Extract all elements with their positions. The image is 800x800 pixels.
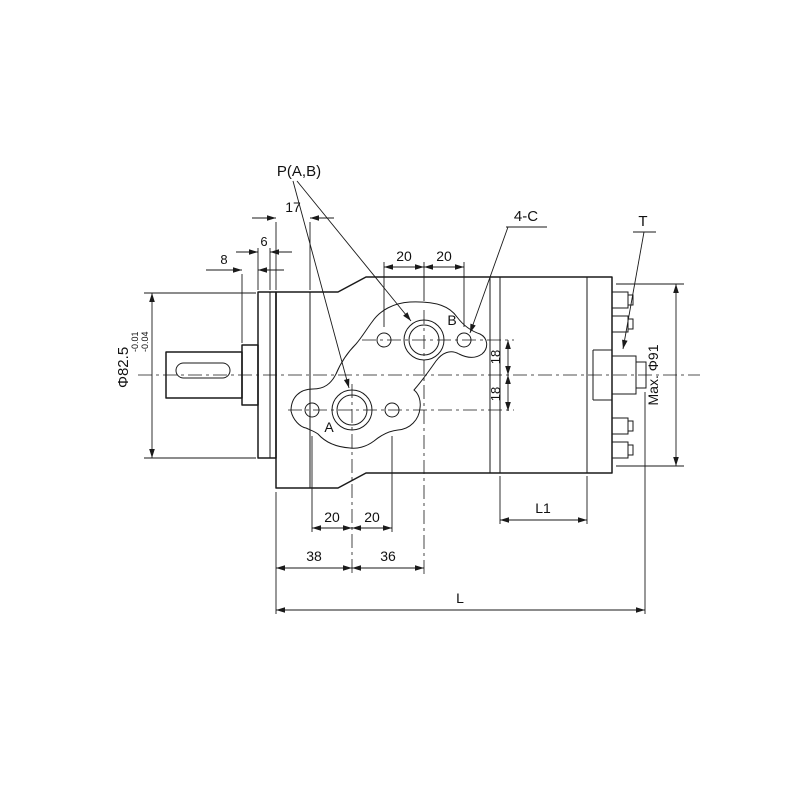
dim-18-18: 18 18 (488, 340, 511, 411)
max-diameter-label: Max. Φ91 (645, 344, 661, 405)
end-cover-bolts (611, 291, 634, 459)
dim-shaft-diameter: Φ82.5 -0.01 -0.04 (115, 292, 256, 459)
label-p-ab: P(A,B) (277, 163, 321, 180)
dim-38-label: 38 (306, 548, 322, 564)
dim-38-36: 38 36 (276, 548, 424, 571)
dim-6: 6 (236, 234, 292, 290)
dim-L1: L1 (499, 476, 588, 524)
bolt-head (611, 291, 629, 309)
dim-36-label: 36 (380, 548, 396, 564)
label-4c: 4-C (514, 208, 538, 225)
bolt-head (611, 417, 629, 435)
dim-bot-20b-label: 20 (364, 509, 380, 525)
dim-17: 17 (252, 199, 334, 290)
bolt-head (611, 315, 629, 333)
tolerance-lower: -0.04 (140, 331, 150, 352)
ports-and-holes (288, 310, 514, 576)
dim-17-label: 17 (285, 199, 301, 215)
leader-t-port: T (620, 213, 656, 350)
dim-L: L (275, 392, 646, 614)
motor-body (275, 276, 613, 489)
label-t: T (638, 213, 647, 230)
bolt-head (611, 441, 629, 459)
dim-top-20b-label: 20 (436, 248, 452, 264)
dim-L-label: L (456, 590, 464, 606)
shaft-diameter-tolerance: -0.01 -0.04 (130, 329, 150, 352)
dim-bot-20a-label: 20 (324, 509, 340, 525)
dim-L1-label: L1 (535, 500, 551, 516)
dim-18b-label: 18 (488, 387, 503, 401)
dim-6-label: 6 (260, 234, 267, 249)
dim-top-20-20: 20 20 (383, 248, 465, 327)
dim-8: 8 (206, 252, 284, 343)
dim-8-label: 8 (220, 252, 227, 267)
dim-bottom-20-20: 20 20 (311, 436, 393, 532)
leader-ports: P(A,B) (277, 163, 414, 389)
dim-18a-label: 18 (488, 350, 503, 364)
label-port-a: A (324, 419, 334, 435)
drain-plug (592, 349, 647, 401)
port-boss-contour (290, 301, 488, 449)
shaft-diameter-label: Φ82.5 (115, 347, 132, 388)
tolerance-upper: -0.01 (130, 331, 140, 352)
dim-max-diameter: Max. Φ91 (616, 283, 684, 467)
label-port-b: B (447, 312, 456, 328)
keyway-slot (175, 362, 231, 379)
leader-bolt-holes: 4-C (467, 208, 547, 334)
dim-top-20a-label: 20 (396, 248, 412, 264)
